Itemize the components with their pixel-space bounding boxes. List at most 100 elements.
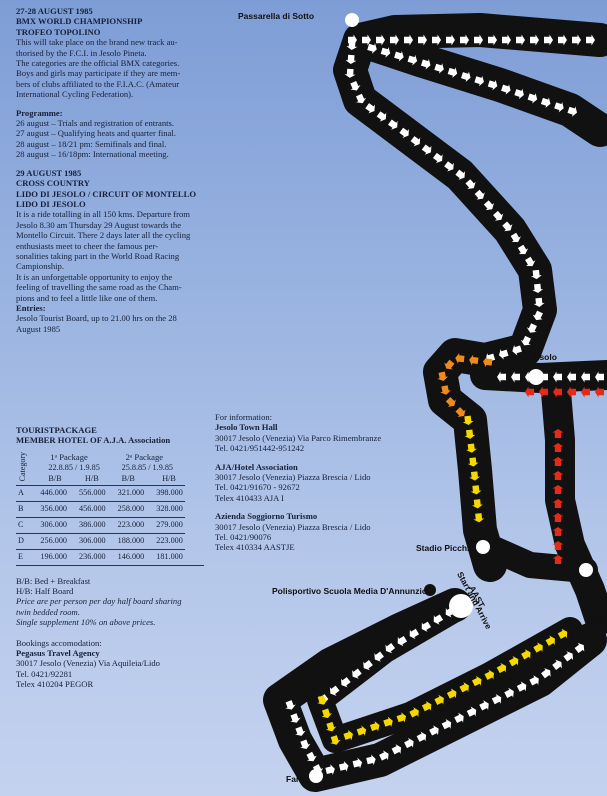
direction-arrow-icon [421,144,432,155]
direction-arrow-icon [532,283,544,294]
direction-arrow-icon [552,541,564,550]
direction-arrow-icon [525,256,536,267]
event1-body-0: This will take place on the brand new tr… [16,37,178,48]
event1-body-4: bers of clubs affiliated to the F.I.A.C.… [16,78,180,89]
direction-arrow-icon [399,127,409,138]
direction-arrow-icon [325,764,335,775]
direction-arrow-icon [345,54,357,64]
direction-arrow-icon [526,323,537,333]
package2-header: 2ᵃ Package [125,452,164,463]
direction-arrow-icon [444,359,455,370]
agency-name: Pegasus Travel Agency [16,647,100,658]
info-block-2-line-2: Telex 410334 AASTJE [215,542,295,553]
direction-arrow-icon [432,152,443,164]
direction-arrow-icon [474,34,483,46]
label-stadio: Stadio Picchi [416,543,470,553]
direction-arrow-icon [533,297,545,307]
label-polisportivo: Polisportivo Scuola Media D'Annunzio [272,586,428,596]
row-cat: A [16,484,31,502]
event1-body-1: thorised by the F.C.I. in Jesolo Pineta. [16,47,147,58]
direction-arrow-icon [552,499,564,508]
event1-title2: TROFEO TOPOLINO [16,26,101,37]
info-block-0-line-0: 30017 Jesolo (Venezia) Via Parco Rimembr… [215,432,382,443]
direction-arrow-icon [432,34,441,46]
direction-arrow-icon [350,80,361,91]
italic-note-1: twin bedded room. [16,606,80,617]
direction-arrow-icon [440,385,451,395]
direction-arrow-icon [404,737,414,749]
direction-arrow-icon [504,687,514,698]
direction-arrow-icon [362,34,371,46]
direction-arrow-icon [586,34,595,46]
event2-date: 29 AUGUST 1985 [16,167,82,178]
direction-arrow-icon [553,371,562,383]
node-east [579,563,593,577]
entries-0: Jesolo Tourist Board, up to 21.00 hrs on… [16,313,177,324]
direction-arrow-icon [410,136,421,147]
direction-arrow-icon [437,371,449,381]
event2-body-8: pions and to feel a little like one of t… [16,292,158,303]
direction-arrow-icon [391,744,402,755]
p2-hb-header: H/B [162,473,176,483]
direction-arrow-icon [512,344,522,356]
direction-arrow-icon [595,386,604,398]
direction-arrow-icon [369,721,380,732]
direction-arrow-icon [533,642,543,653]
direction-arrow-icon [563,651,574,662]
direction-arrow-icon [479,700,489,711]
row-p2hb: 328.000 [146,500,185,518]
direction-arrow-icon [396,712,407,723]
direction-arrow-icon [409,628,420,640]
row-cat: D [16,532,31,550]
direction-arrow-icon [472,499,483,509]
direction-arrow-icon [343,729,353,741]
direction-arrow-icon [491,694,502,705]
table-row: D 256.000 306.000 188.000 223.000 [16,532,185,550]
event2-title3: LIDO DI JESOLO [16,198,86,209]
event2-title2: LIDO DI JESOLO / CIRCUIT OF MONTELLO [16,188,197,199]
direction-arrow-icon [498,349,509,360]
node-faro [309,769,323,783]
direction-arrow-icon [497,371,506,383]
direction-arrow-icon [295,726,306,736]
direction-arrow-icon [374,651,384,662]
row-p1bb: 446.000 [30,484,70,502]
direction-arrow-icon [501,84,511,95]
direction-arrow-icon [552,659,562,670]
direction-arrow-icon [464,429,476,439]
direction-arrow-icon [474,75,484,87]
direction-arrow-icon [433,614,444,625]
direction-arrow-icon [317,695,328,705]
direction-arrow-icon [552,429,564,438]
event1-body-5: International Cycling Federation). [16,89,134,100]
event2-body-3: enthusiasts meet to cheer the famous per… [16,240,159,251]
direction-arrow-icon [356,725,367,736]
node-polisportivo [424,584,436,596]
note-hb: H/B: Half Board [16,585,74,596]
direction-arrow-icon [466,706,477,717]
direction-arrow-icon [329,685,340,696]
direction-arrow-icon [487,79,498,91]
direction-arrow-icon [465,179,476,190]
direction-arrow-icon [574,642,585,654]
direction-arrow-icon [532,310,543,321]
direction-arrow-icon [421,700,432,712]
direction-arrow-icon [397,636,408,647]
direction-arrow-icon [581,386,590,398]
direction-arrow-icon [493,210,504,221]
info-block-2-name: Azienda Soggiorno Turismo [215,511,318,522]
road-stadio-link [472,532,598,583]
direction-arrow-icon [421,621,432,632]
table-row: B 356.000 456.000 258.000 328.000 [16,500,185,518]
direction-arrow-icon [455,407,466,418]
event2-body-1: Jesolo 8.30 am Thursday 29 August toward… [16,219,182,230]
p1-bb-header: B/B [48,473,62,483]
event2-body-5: Campionship. [16,261,64,272]
row-p1bb: 256.000 [30,532,70,550]
direction-arrow-icon [380,47,391,58]
info-column: For information: Jesolo Town Hall 30017 … [215,412,415,553]
price-table: Category 1ᵃ Package 2ᵃ Package 22.8.85 /… [16,452,185,565]
direction-arrow-icon [461,71,471,83]
direction-arrow-icon [552,485,564,494]
